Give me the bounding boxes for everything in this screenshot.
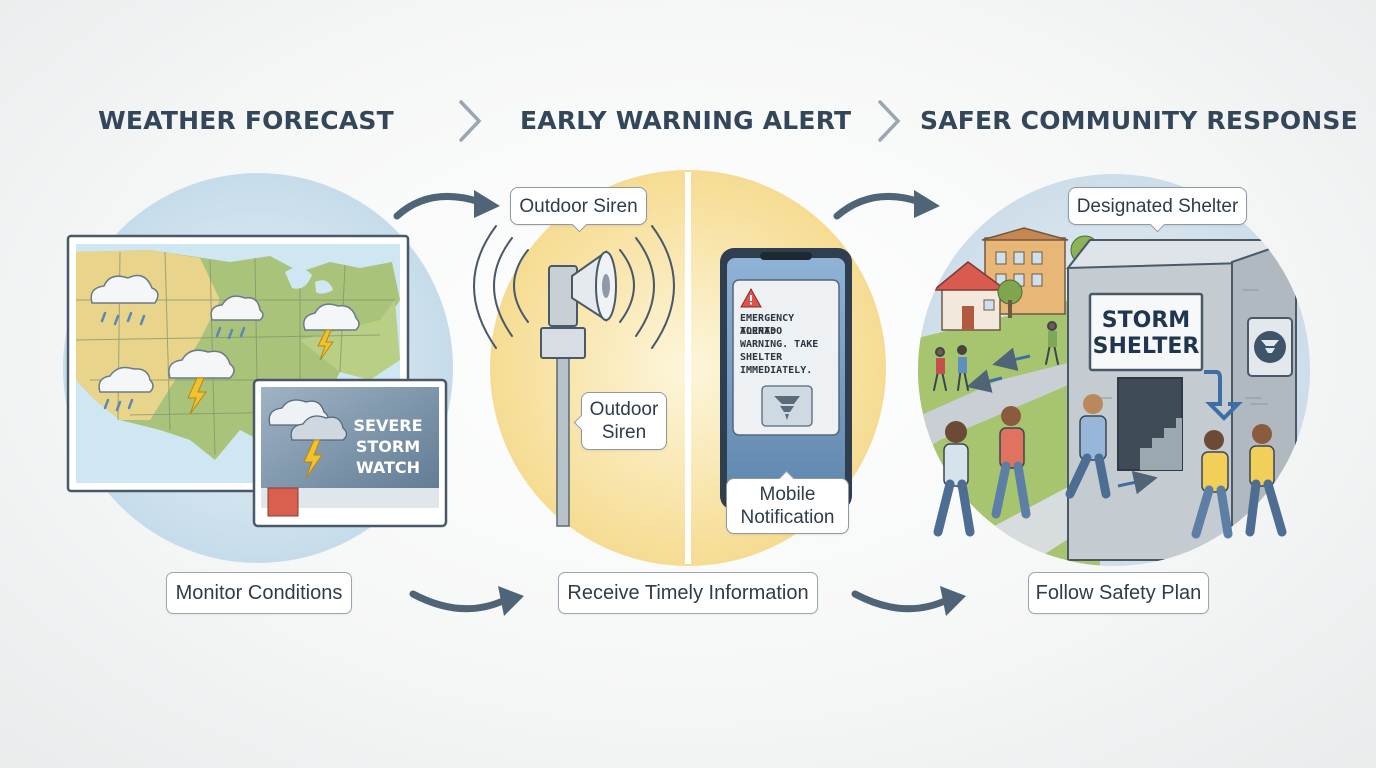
watch-line: WATCH [355, 458, 421, 477]
watch-line: SEVERE [353, 416, 423, 435]
mobile-notification-callout: Mobile Notification [726, 478, 849, 534]
sign-line: STORM [1101, 308, 1191, 333]
storm-watch-tablet [252, 378, 448, 528]
callout-text: Outdoor [589, 399, 659, 420]
callout-text: Designated Shelter [1076, 195, 1239, 217]
flow-arrow [833, 190, 940, 220]
follow-safety-plan-label: Follow Safety Plan [1028, 572, 1209, 614]
alert-line: WARNING. TAKE [740, 339, 819, 350]
outdoor-siren-callout-side: Outdoor Siren [581, 392, 667, 450]
callout-text: Siren [601, 422, 647, 443]
alert-line: TORNADO [740, 326, 783, 337]
people-walking [933, 321, 1287, 539]
receive-information-label: Receive Timely Information [558, 572, 818, 614]
alert-line: IMMEDIATELY. [740, 365, 813, 376]
monitor-conditions-label: Monitor Conditions [166, 572, 352, 614]
flow-arrow [409, 586, 524, 616]
flow-arrow [851, 586, 966, 616]
alert-line: EMERGENCY ALERT: [740, 313, 795, 337]
stage-heading-warning: EARLY WARNING ALERT [520, 106, 852, 135]
callout-text: Notification [740, 507, 835, 528]
siren-sound-waves [473, 225, 675, 349]
smartphone [720, 248, 852, 510]
chevron-right-icon [878, 100, 901, 142]
stage-heading-forecast: WEATHER FORECAST [98, 106, 394, 135]
chevron-right-icon [459, 100, 482, 142]
callout-text: Mobile [759, 484, 816, 505]
sign-line: SHELTER [1092, 334, 1200, 359]
flow-arrow [393, 190, 500, 220]
alert-line: SHELTER [740, 352, 783, 363]
watch-line: STORM [355, 437, 421, 456]
stage-heading-response: SAFER COMMUNITY RESPONSE [920, 106, 1358, 135]
outdoor-siren-pole [540, 250, 617, 527]
callout-text: Outdoor Siren [519, 195, 638, 217]
